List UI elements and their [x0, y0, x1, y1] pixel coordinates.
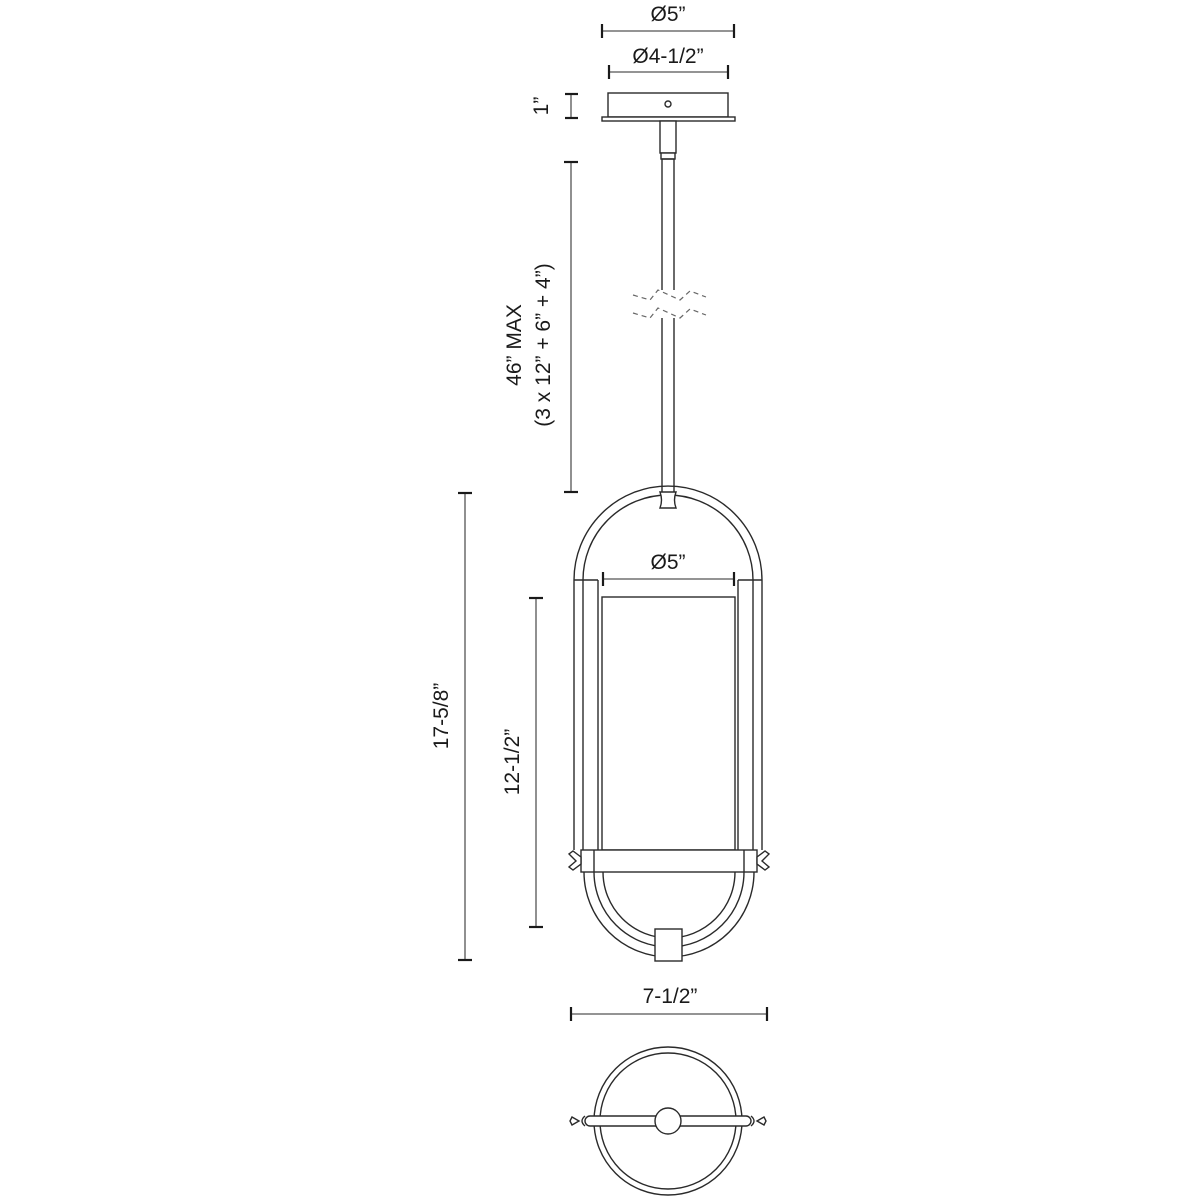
canopy-inner-diameter-dimension: Ø4-1/2” [607, 45, 730, 79]
shade-diameter-label: Ø5” [650, 551, 685, 574]
stem-coupler [659, 120, 677, 160]
fixture-frame [573, 485, 763, 850]
lower-cradle [583, 871, 755, 962]
canopy-outer-diameter-label: Ø5” [650, 3, 685, 26]
shade-height-dimension: 12-1/2” [501, 596, 543, 929]
canopy-height-dimension: 1” [530, 92, 578, 120]
wing-nut-left [567, 850, 582, 871]
fixture-width-dimension: 7-1/2” [569, 985, 769, 1021]
shade-diameter-dimension: Ø5” [601, 551, 736, 586]
wing-nut-right [756, 850, 771, 871]
shade-height-label: 12-1/2” [501, 729, 524, 796]
lower-band [580, 849, 758, 873]
canopy-outer-diameter-dimension: Ø5” [600, 3, 736, 38]
overall-height-dimension: 17-5/8” [430, 491, 472, 962]
canopy-height-label: 1” [530, 97, 553, 116]
stem-length-dimension: 46” MAX (3 x 12” + 6” + 4”) [503, 160, 578, 494]
glass-shade [601, 596, 736, 851]
top-plan-view [569, 1046, 767, 1196]
canopy [601, 92, 736, 122]
canopy-inner-diameter-label: Ø4-1/2” [632, 45, 703, 68]
stem-composition-label: (3 x 12” + 6” + 4”) [532, 263, 555, 426]
overall-height-label: 17-5/8” [430, 683, 453, 750]
stem [661, 158, 675, 492]
fixture-width-label: 7-1/2” [643, 985, 698, 1008]
stem-length-label: 46” MAX [503, 304, 526, 386]
stem-break-symbol [632, 289, 707, 319]
